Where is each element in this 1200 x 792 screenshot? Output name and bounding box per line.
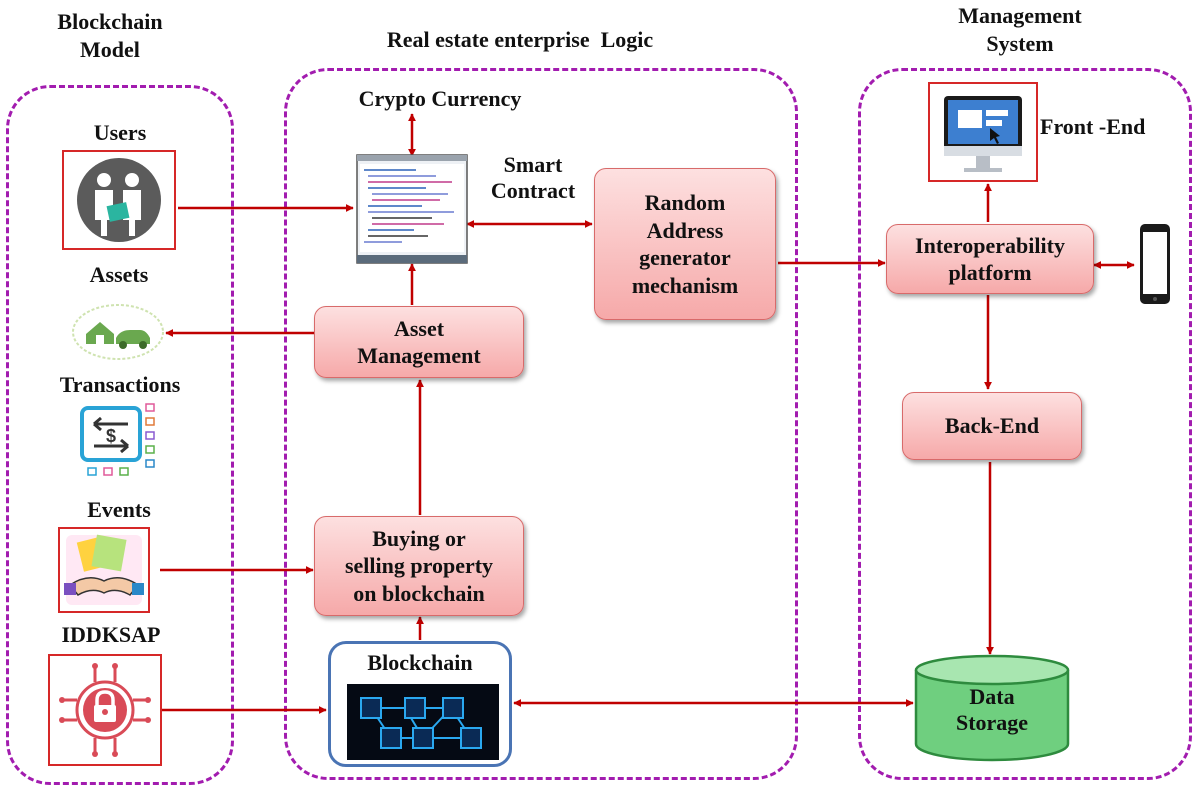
- users-frame: [62, 150, 176, 250]
- house-car-icon: [72, 304, 164, 360]
- blockchain-model-title: Blockchain Model: [57, 9, 163, 62]
- interoperability-platform-box: Interoperability platform: [886, 224, 1094, 294]
- transactions-label: Transactions: [59, 372, 181, 397]
- front-end-frame: [928, 82, 1038, 182]
- management-system-title: Management System: [958, 3, 1082, 56]
- code-editor-icon: [356, 154, 468, 264]
- back-end-box: Back-End: [902, 392, 1082, 460]
- crypto-currency-label: Crypto Currency: [358, 86, 522, 111]
- blockchain-model-panel: [6, 85, 234, 785]
- transaction-icon: $: [80, 403, 155, 476]
- management-system-panel: [858, 68, 1192, 780]
- random-address-generator-box: Random Address generator mechanism: [594, 168, 776, 320]
- iddksap-label: IDDKSAP: [61, 622, 161, 647]
- users-icon: [77, 158, 161, 242]
- blockchain-label: Blockchain: [367, 650, 473, 675]
- events-frame: [58, 527, 150, 613]
- asset-management-box: Asset Management: [314, 306, 524, 378]
- enterprise-logic-panel: [284, 68, 798, 780]
- users-label: Users: [93, 120, 147, 145]
- svg-text:$: $: [106, 426, 116, 446]
- blockchain-box: Blockchain: [328, 641, 512, 767]
- handshake-icon: [64, 534, 144, 605]
- assets-label: Assets: [89, 262, 149, 287]
- buying-selling-box: Buying or selling property on blockchain: [314, 516, 524, 616]
- front-end-label: Front -End: [1040, 114, 1146, 139]
- blockchain-image: [347, 684, 499, 760]
- enterprise-logic-title: Real estate enterprise Logic: [386, 27, 654, 52]
- data-storage-label: Data Storage: [955, 684, 1029, 736]
- blockchain-cubes-icon: [360, 697, 482, 749]
- security-lock-icon: [59, 663, 151, 757]
- database-icon: [914, 654, 1070, 762]
- smartphone-icon: [1140, 224, 1170, 304]
- monitor-icon: [944, 96, 1022, 172]
- iddksap-frame: [48, 654, 162, 766]
- smart-contract-label: Smart Contract: [490, 152, 576, 204]
- events-label: Events: [87, 497, 151, 522]
